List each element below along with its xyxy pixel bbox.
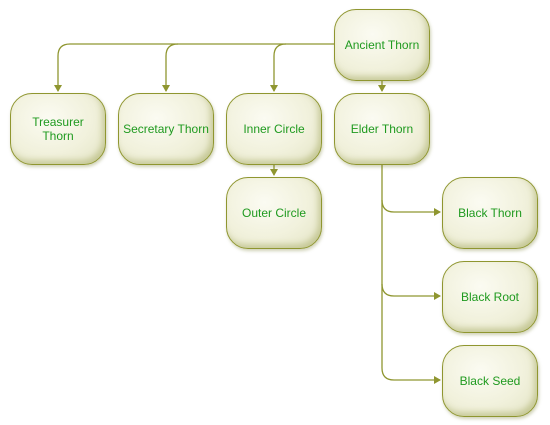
edge-elder-blackroot <box>381 200 441 300</box>
node-treasurer-thorn: Treasurer Thorn <box>10 93 106 165</box>
edge-elder-blackseed <box>381 284 441 384</box>
node-label: Black Root <box>460 290 520 304</box>
node-label: Ancient Thorn <box>344 38 420 52</box>
node-label: Secretary Thorn <box>123 122 209 136</box>
edge-ancient-inner <box>270 43 287 92</box>
edge-elder-blackthorn <box>381 165 441 216</box>
node-label: Treasurer Thorn <box>32 115 84 143</box>
node-black-seed: Black Seed <box>442 345 538 417</box>
edge-ancient-treasurer <box>54 43 334 92</box>
node-outer-circle: Outer Circle <box>226 177 322 249</box>
node-label: Elder Thorn <box>350 122 414 136</box>
edge-ancient-secretary <box>162 43 179 92</box>
node-elder-thorn: Elder Thorn <box>334 93 430 165</box>
node-label: Outer Circle <box>241 206 306 220</box>
node-inner-circle: Inner Circle <box>226 93 322 165</box>
node-secretary-thorn: Secretary Thorn <box>118 93 214 165</box>
node-label: Inner Circle <box>243 122 305 136</box>
node-black-thorn: Black Thorn <box>442 177 538 249</box>
node-black-root: Black Root <box>442 261 538 333</box>
node-label: Black Thorn <box>458 206 522 220</box>
node-ancient-thorn: Ancient Thorn <box>334 9 430 81</box>
node-label: Black Seed <box>459 374 521 388</box>
